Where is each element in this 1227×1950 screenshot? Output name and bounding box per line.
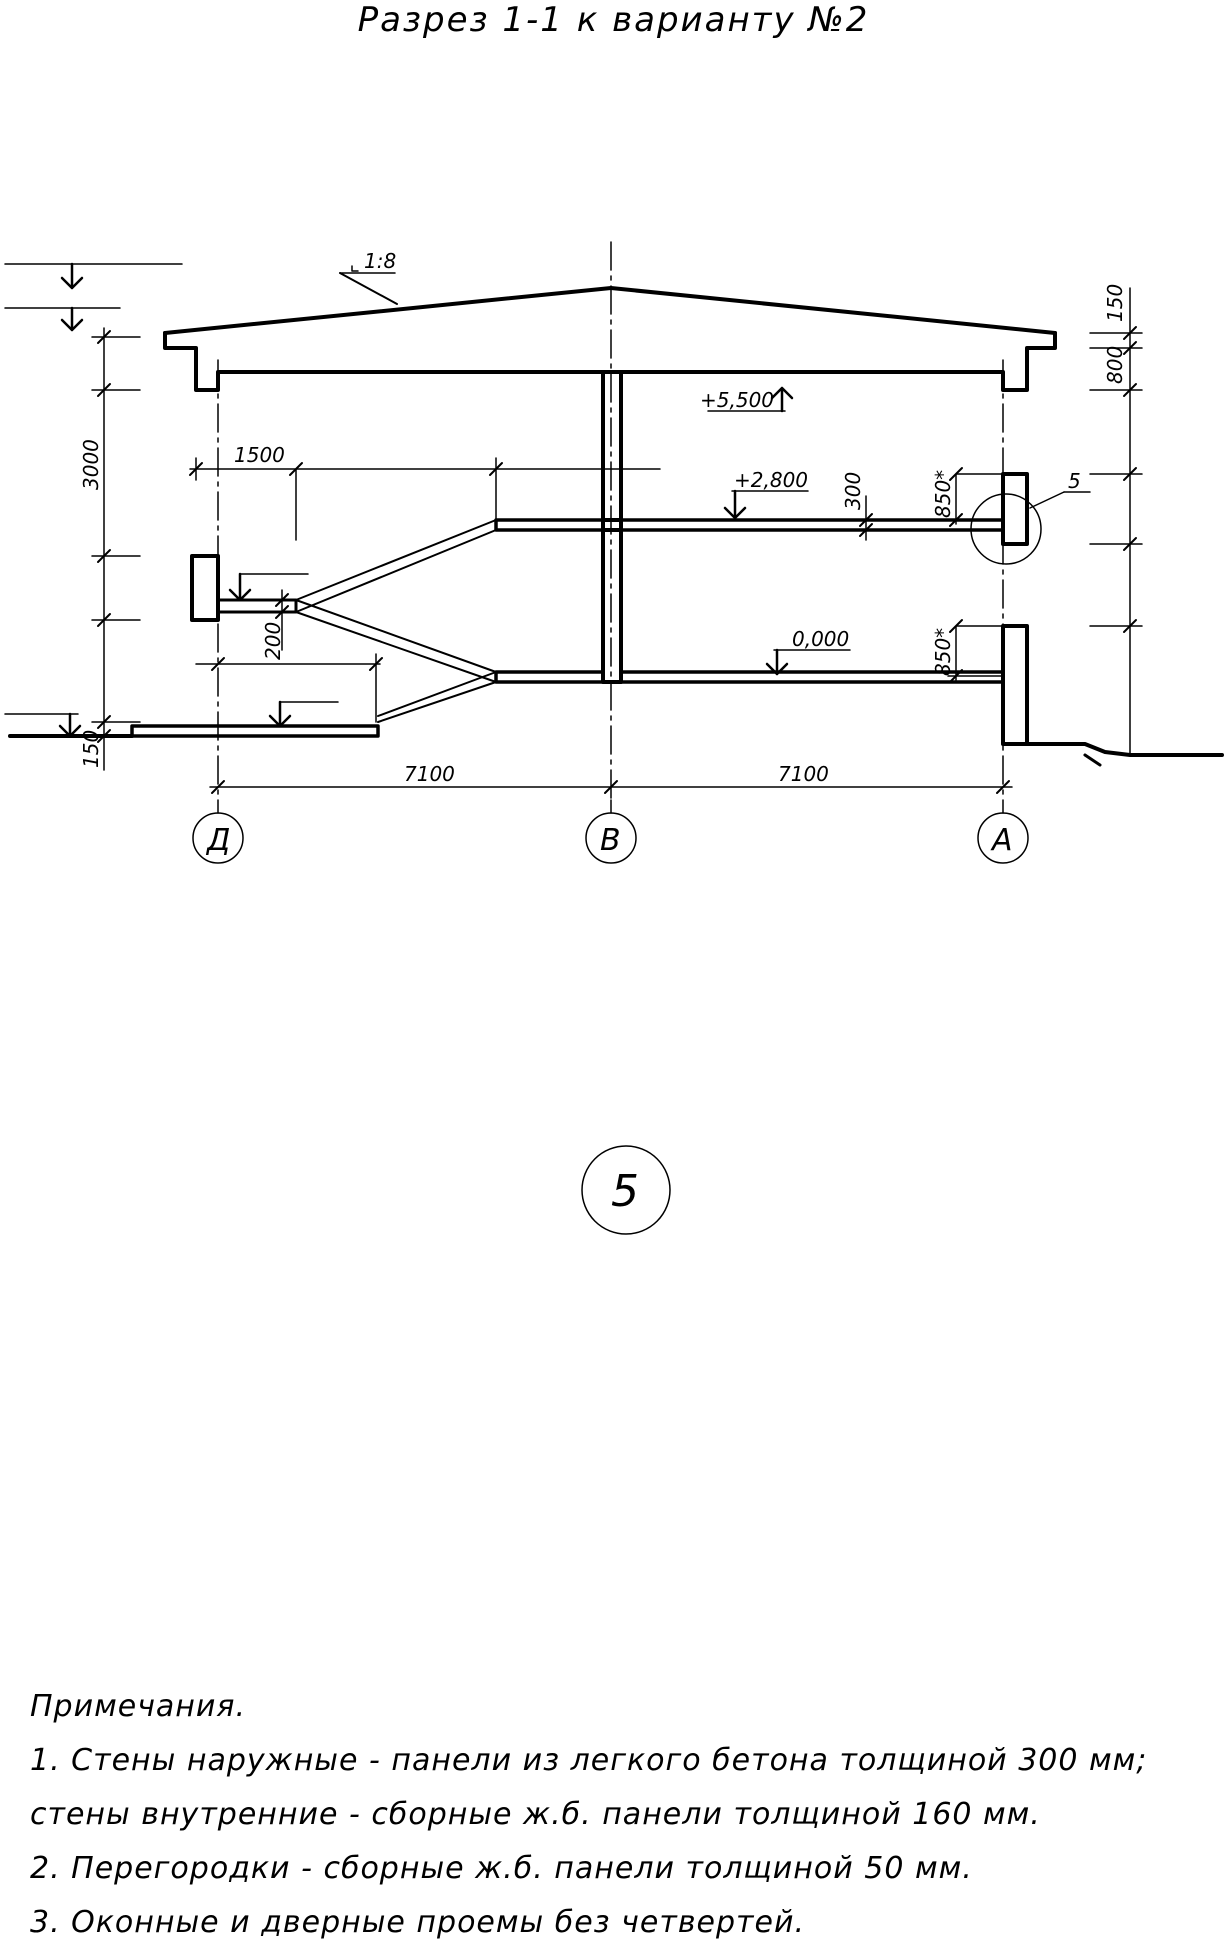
level-markers-left [4, 262, 183, 738]
dim-canopy: 1500 [234, 443, 285, 467]
detail-circle [581, 1145, 671, 1235]
dim-span-left: 7100 [404, 762, 455, 786]
dim-step: 200 [261, 622, 285, 660]
notes-block: Примечания. 1. Стены наружные - панели и… [30, 1680, 1220, 1950]
floor-slabs [494, 518, 1005, 684]
drawing-title: Разрез 1-1 к варианту №2 [357, 0, 870, 40]
notes-line-3: 2. Перегородки - сборные ж.б. панели тол… [30, 1851, 973, 1886]
slope-label: 1:8 [364, 249, 396, 273]
section-drawing: 1:8 +5,500 +2,800 0,000 1500 7100 7100 5… [4, 241, 1224, 1235]
axis-label-d: Д [205, 823, 230, 858]
dim-slab: 300 [841, 472, 865, 510]
entrance-platform [8, 724, 1224, 767]
wall-axis-d [190, 554, 298, 622]
dim-floor-height: 3000 [79, 439, 103, 490]
inner-wall [601, 370, 623, 684]
dim-span-right: 7100 [778, 762, 829, 786]
axis-label-v: В [600, 823, 621, 858]
axis-bubbles [192, 799, 1029, 864]
stair-flights [295, 519, 497, 723]
notes-line-4: 3. Оконные и дверные проемы без четверте… [30, 1905, 805, 1940]
dim-left [91, 327, 141, 771]
notes-line-1: 1. Стены наружные - панели из легкого бе… [30, 1743, 1148, 1778]
notes-line-2: стены внутренние - сборные ж.б. панели т… [30, 1797, 1041, 1832]
callout-ref: 5 [1068, 469, 1081, 493]
elevation-floor1: 0,000 [792, 627, 849, 651]
elevation-floor2: +2,800 [734, 468, 808, 492]
dim-right [1089, 287, 1143, 756]
axis-label-a: А [990, 823, 1013, 858]
wall-axis-a [1001, 472, 1029, 746]
notes-heading: Примечания. [30, 1689, 246, 1724]
elevation-top: +5,500 [700, 388, 774, 412]
dim-bottom [209, 780, 1013, 794]
callout-5 [970, 491, 1091, 565]
dim-1500 [189, 457, 661, 723]
detail-label: 5 [611, 1166, 639, 1217]
dim-plinth-left: 150 [79, 730, 103, 768]
elevation-marks [228, 386, 851, 728]
dim-slab-sill [859, 467, 1004, 683]
dim-sill-lower: 850* [931, 628, 955, 676]
slope-leader [339, 265, 398, 305]
dim-parapet: 800 [1103, 346, 1127, 384]
roof [163, 286, 1057, 392]
dim-sill-upper: 850* [931, 470, 955, 518]
dim-plinth-right: 150 [1103, 284, 1127, 322]
